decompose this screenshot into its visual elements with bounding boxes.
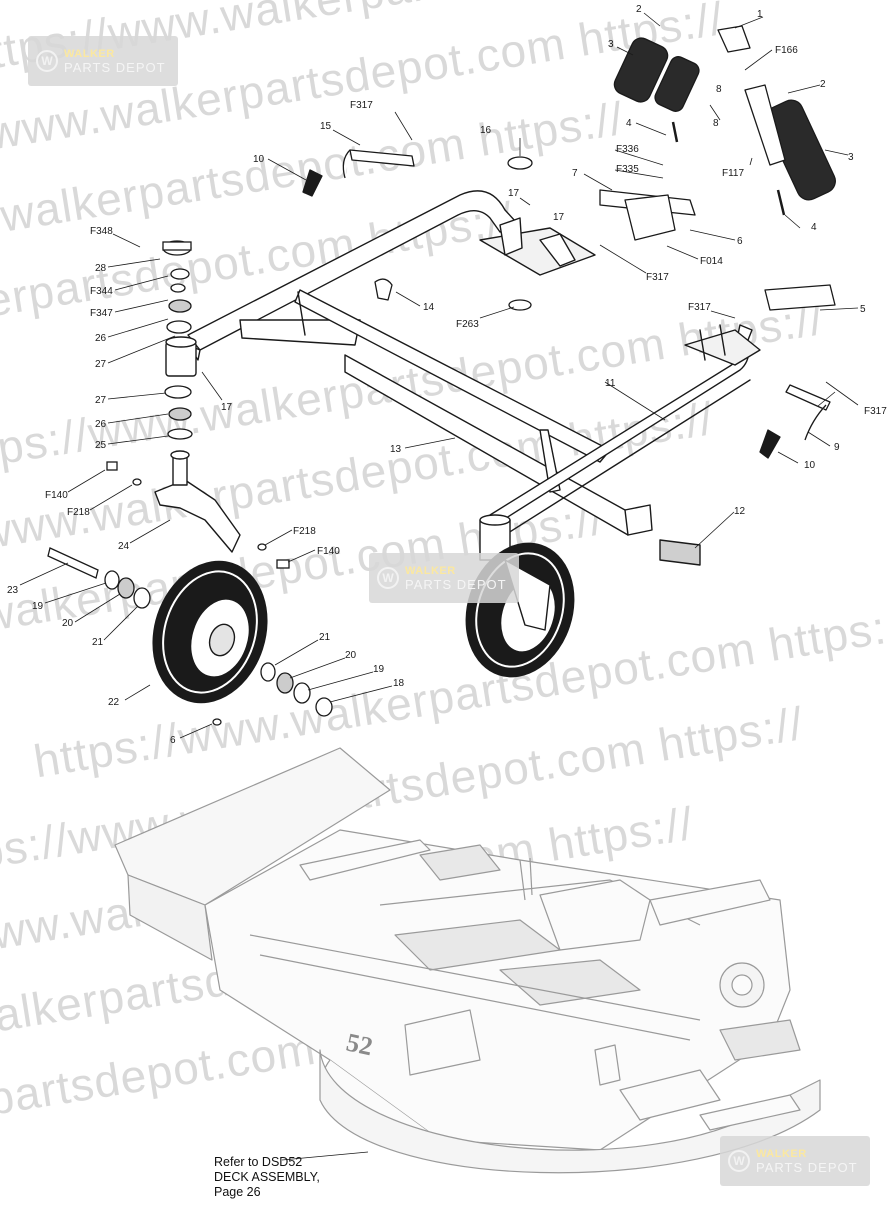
callout-2: 2 — [820, 79, 826, 90]
deck-size-number: 52 — [344, 1028, 375, 1062]
walker-logo-icon: W — [728, 1150, 750, 1172]
callout-26: 26 — [95, 419, 107, 430]
callout-20: 20 — [345, 650, 357, 661]
note-line1: Refer to DSD52 — [214, 1155, 303, 1169]
callout-F348: F348 — [90, 226, 113, 237]
callout-17: 17 — [508, 188, 520, 199]
callout-F317: F317 — [864, 406, 887, 417]
callout-2: 2 — [636, 4, 642, 15]
callout-23: 23 — [7, 585, 19, 596]
callout-16: 16 — [480, 125, 492, 136]
callout-F344: F344 — [90, 286, 113, 297]
caster-frame-drawing — [165, 190, 761, 566]
spring-parts — [302, 25, 836, 459]
callout-F347: F347 — [90, 308, 113, 319]
callout-4: 4 — [811, 222, 817, 233]
left-caster-wheel — [152, 560, 268, 704]
callout-F218: F218 — [67, 507, 90, 518]
callout-22: 22 — [108, 697, 120, 708]
callout-8: 8 — [716, 84, 722, 95]
note-line2: DECK ASSEMBLY, — [214, 1170, 320, 1184]
callout-7: 7 — [572, 168, 578, 179]
callout-24: 24 — [118, 541, 130, 552]
axle-parts — [47, 547, 333, 726]
caster-fork — [154, 450, 241, 553]
watermark-badge: W WALKER PARTS DEPOT — [369, 553, 519, 603]
note-line3: Page 26 — [214, 1185, 261, 1199]
callout-6: 6 — [170, 735, 176, 746]
callout-F336: F336 — [616, 144, 639, 155]
badge-line2: PARTS DEPOT — [405, 577, 507, 592]
callout-F317: F317 — [350, 100, 373, 111]
callout-26: 26 — [95, 333, 107, 344]
callout-28: 28 — [95, 263, 107, 274]
callout-6: 6 — [737, 236, 743, 247]
walker-logo-icon: W — [377, 567, 399, 589]
callout-3: 3 — [848, 152, 854, 163]
callout-5: 5 — [860, 304, 866, 315]
mower-deck-drawing — [114, 747, 821, 1174]
badge-line1: WALKER — [64, 48, 115, 60]
callout-15: 15 — [320, 121, 332, 132]
callout-F218: F218 — [293, 526, 316, 537]
callout-14: 14 — [423, 302, 435, 313]
callout-F166: F166 — [775, 45, 798, 56]
callout-10: 10 — [253, 154, 265, 165]
badge-line1: WALKER — [756, 1148, 807, 1160]
callout-F014: F014 — [700, 256, 723, 267]
callout-8: 8 — [713, 118, 719, 129]
bearing-stack — [106, 240, 290, 569]
callout-9: 9 — [834, 442, 840, 453]
walker-logo-icon: W — [36, 50, 58, 72]
callout-21: 21 — [319, 632, 331, 643]
callout-25: 25 — [95, 440, 107, 451]
badge-line1: WALKER — [405, 565, 456, 577]
callout-17: 17 — [221, 402, 233, 413]
callout-13: 13 — [390, 444, 402, 455]
callout-10: 10 — [804, 460, 816, 471]
callout-leader-lines — [19, 12, 859, 1161]
callout-3: 3 — [608, 39, 614, 50]
callout-1: 1 — [757, 9, 763, 20]
callout-18: 18 — [393, 678, 405, 689]
callout-labels: 1 2 2 3 3 F166 4 8 4 F336 F335 F117 7 6 … — [7, 4, 887, 746]
callout-17: 17 — [553, 212, 565, 223]
callout-21: 21 — [92, 637, 104, 648]
callout-11: 11 — [605, 378, 616, 389]
callout-27: 27 — [95, 359, 107, 370]
callout-F140: F140 — [317, 546, 340, 557]
callout-F317: F317 — [646, 272, 669, 283]
callout-F140: F140 — [45, 490, 68, 501]
deck-reference-note: Refer to DSD52 DECK ASSEMBLY, Page 26 — [214, 1155, 320, 1200]
callout-F335: F335 — [616, 164, 639, 175]
watermark-badge: W WALKER PARTS DEPOT — [28, 36, 178, 86]
callout-19: 19 — [32, 601, 44, 612]
callout-12: 12 — [734, 506, 746, 517]
badge-line2: PARTS DEPOT — [756, 1160, 858, 1175]
callout-F117: F117 — [722, 168, 744, 179]
callout-19: 19 — [373, 664, 385, 675]
callout-27: 27 — [95, 395, 107, 406]
callout-F317: F317 — [688, 302, 711, 313]
callout-F263: F263 — [456, 319, 479, 330]
callout-4: 4 — [626, 118, 632, 129]
badge-line2: PARTS DEPOT — [64, 60, 166, 75]
callout-20: 20 — [62, 618, 74, 629]
watermark-badge: W WALKER PARTS DEPOT — [720, 1136, 870, 1186]
